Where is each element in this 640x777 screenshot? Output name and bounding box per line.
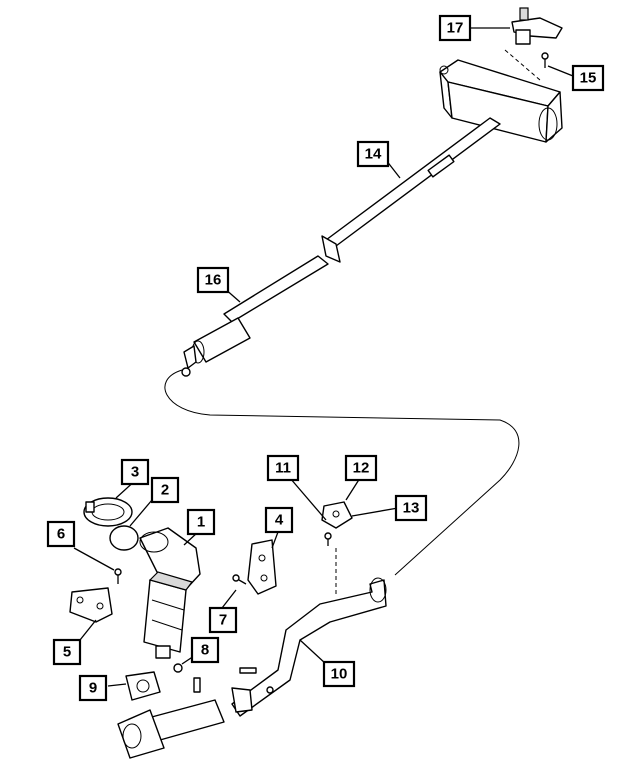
callout-16: 16 [196,266,230,294]
callout-11: 11 [266,454,300,482]
bracket-bolt [324,532,332,546]
callout-14: 14 [356,140,390,168]
band-clamp [83,497,133,527]
callout-label: 3 [131,464,139,481]
catalytic-converter-bracket [247,539,277,595]
callout-label: 8 [201,642,209,659]
catalytic-converter [139,527,201,659]
gasket-ring [109,525,139,551]
callout-17: 17 [438,14,472,42]
callout-label: 14 [365,146,382,163]
flange-gasket [125,671,161,701]
callout-5: 5 [52,638,82,666]
front-exhaust-pipe [117,577,387,759]
callout-8: 8 [190,636,220,664]
callout-3: 3 [120,458,150,486]
callout-label: 10 [331,666,348,683]
callout-label: 4 [275,512,284,529]
callout-7: 7 [208,606,238,634]
resonator-pipe [181,255,329,377]
callout-label: 15 [580,70,597,87]
callout-9: 9 [78,674,108,702]
callout-6: 6 [46,520,76,548]
callout-label: 2 [161,482,169,499]
pipe-support-bracket [321,501,353,529]
hanger-bolt [541,52,549,68]
callout-label: 6 [57,526,65,543]
muffler-hanger-bracket [511,7,563,45]
callout-label: 7 [219,612,227,629]
callout-13: 13 [394,494,428,522]
callout-label: 5 [63,644,71,661]
callout-label: 17 [447,20,464,37]
callout-4: 4 [264,506,294,534]
converter-nut [173,663,201,693]
bracket-bolt-lower [232,574,247,585]
callout-15: 15 [571,64,605,92]
rear-muffler [439,59,563,143]
callout-10: 10 [322,660,356,688]
converter-bolt [114,568,122,584]
callout-label: 16 [205,272,222,289]
intermediate-pipe [321,117,501,263]
converter-mount-bracket [69,587,113,623]
callout-label: 12 [353,460,370,477]
callout-12: 12 [344,454,378,482]
callout-2: 2 [150,476,180,504]
callout-label: 1 [197,514,205,531]
callout-1: 1 [186,508,216,536]
callout-label: 13 [403,500,420,517]
callout-label: 11 [275,460,291,477]
callout-label: 9 [89,680,97,697]
